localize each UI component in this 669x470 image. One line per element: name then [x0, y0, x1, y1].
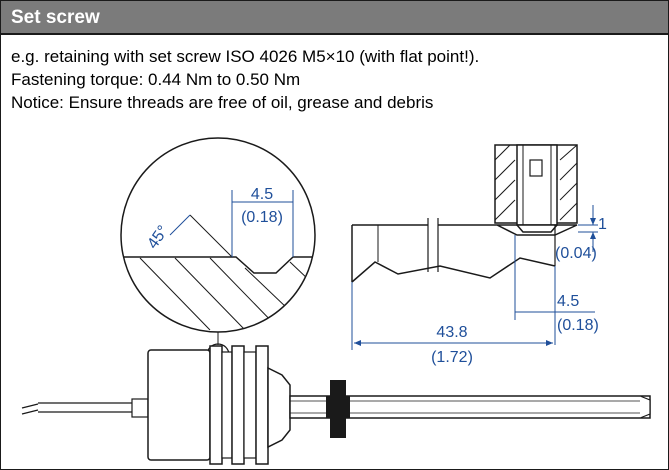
- shaft-break-line: [351, 257, 556, 283]
- detail-width-mm: 4.5: [251, 186, 273, 203]
- offset-in: (0.18): [557, 317, 599, 334]
- sectional-view: 1 (0.04) 4.5 (0.18) 43.8 (1.72): [351, 144, 607, 366]
- groove-profile: [121, 256, 315, 274]
- length-in: (1.72): [431, 349, 473, 366]
- hex-socket: [529, 159, 543, 177]
- flange: [267, 366, 291, 449]
- detail-width-in: (0.18): [241, 209, 283, 226]
- depth-mm: 1: [598, 216, 607, 233]
- cable-gland: [131, 398, 149, 418]
- instruction-line-2: Fastening torque: 0.44 Nm to 0.50 Nm: [11, 70, 301, 89]
- sensor-side-view: [21, 345, 651, 465]
- depth-in: (0.04): [555, 245, 597, 262]
- instructions: e.g. retaining with set screw ISO 4026 M…: [11, 45, 661, 114]
- instruction-line-3: Notice: Ensure threads are free of oil, …: [11, 93, 434, 112]
- instruction-line-1: e.g. retaining with set screw ISO 4026 M…: [11, 47, 480, 66]
- detail-magnifier: 4.5 (0.18) 45°: [120, 137, 316, 367]
- set-screw: [516, 144, 558, 226]
- offset-mm: 4.5: [557, 293, 579, 310]
- sensor-housing: [147, 349, 211, 461]
- section-title: Set screw: [1, 1, 668, 35]
- length-mm: 43.8: [436, 324, 467, 341]
